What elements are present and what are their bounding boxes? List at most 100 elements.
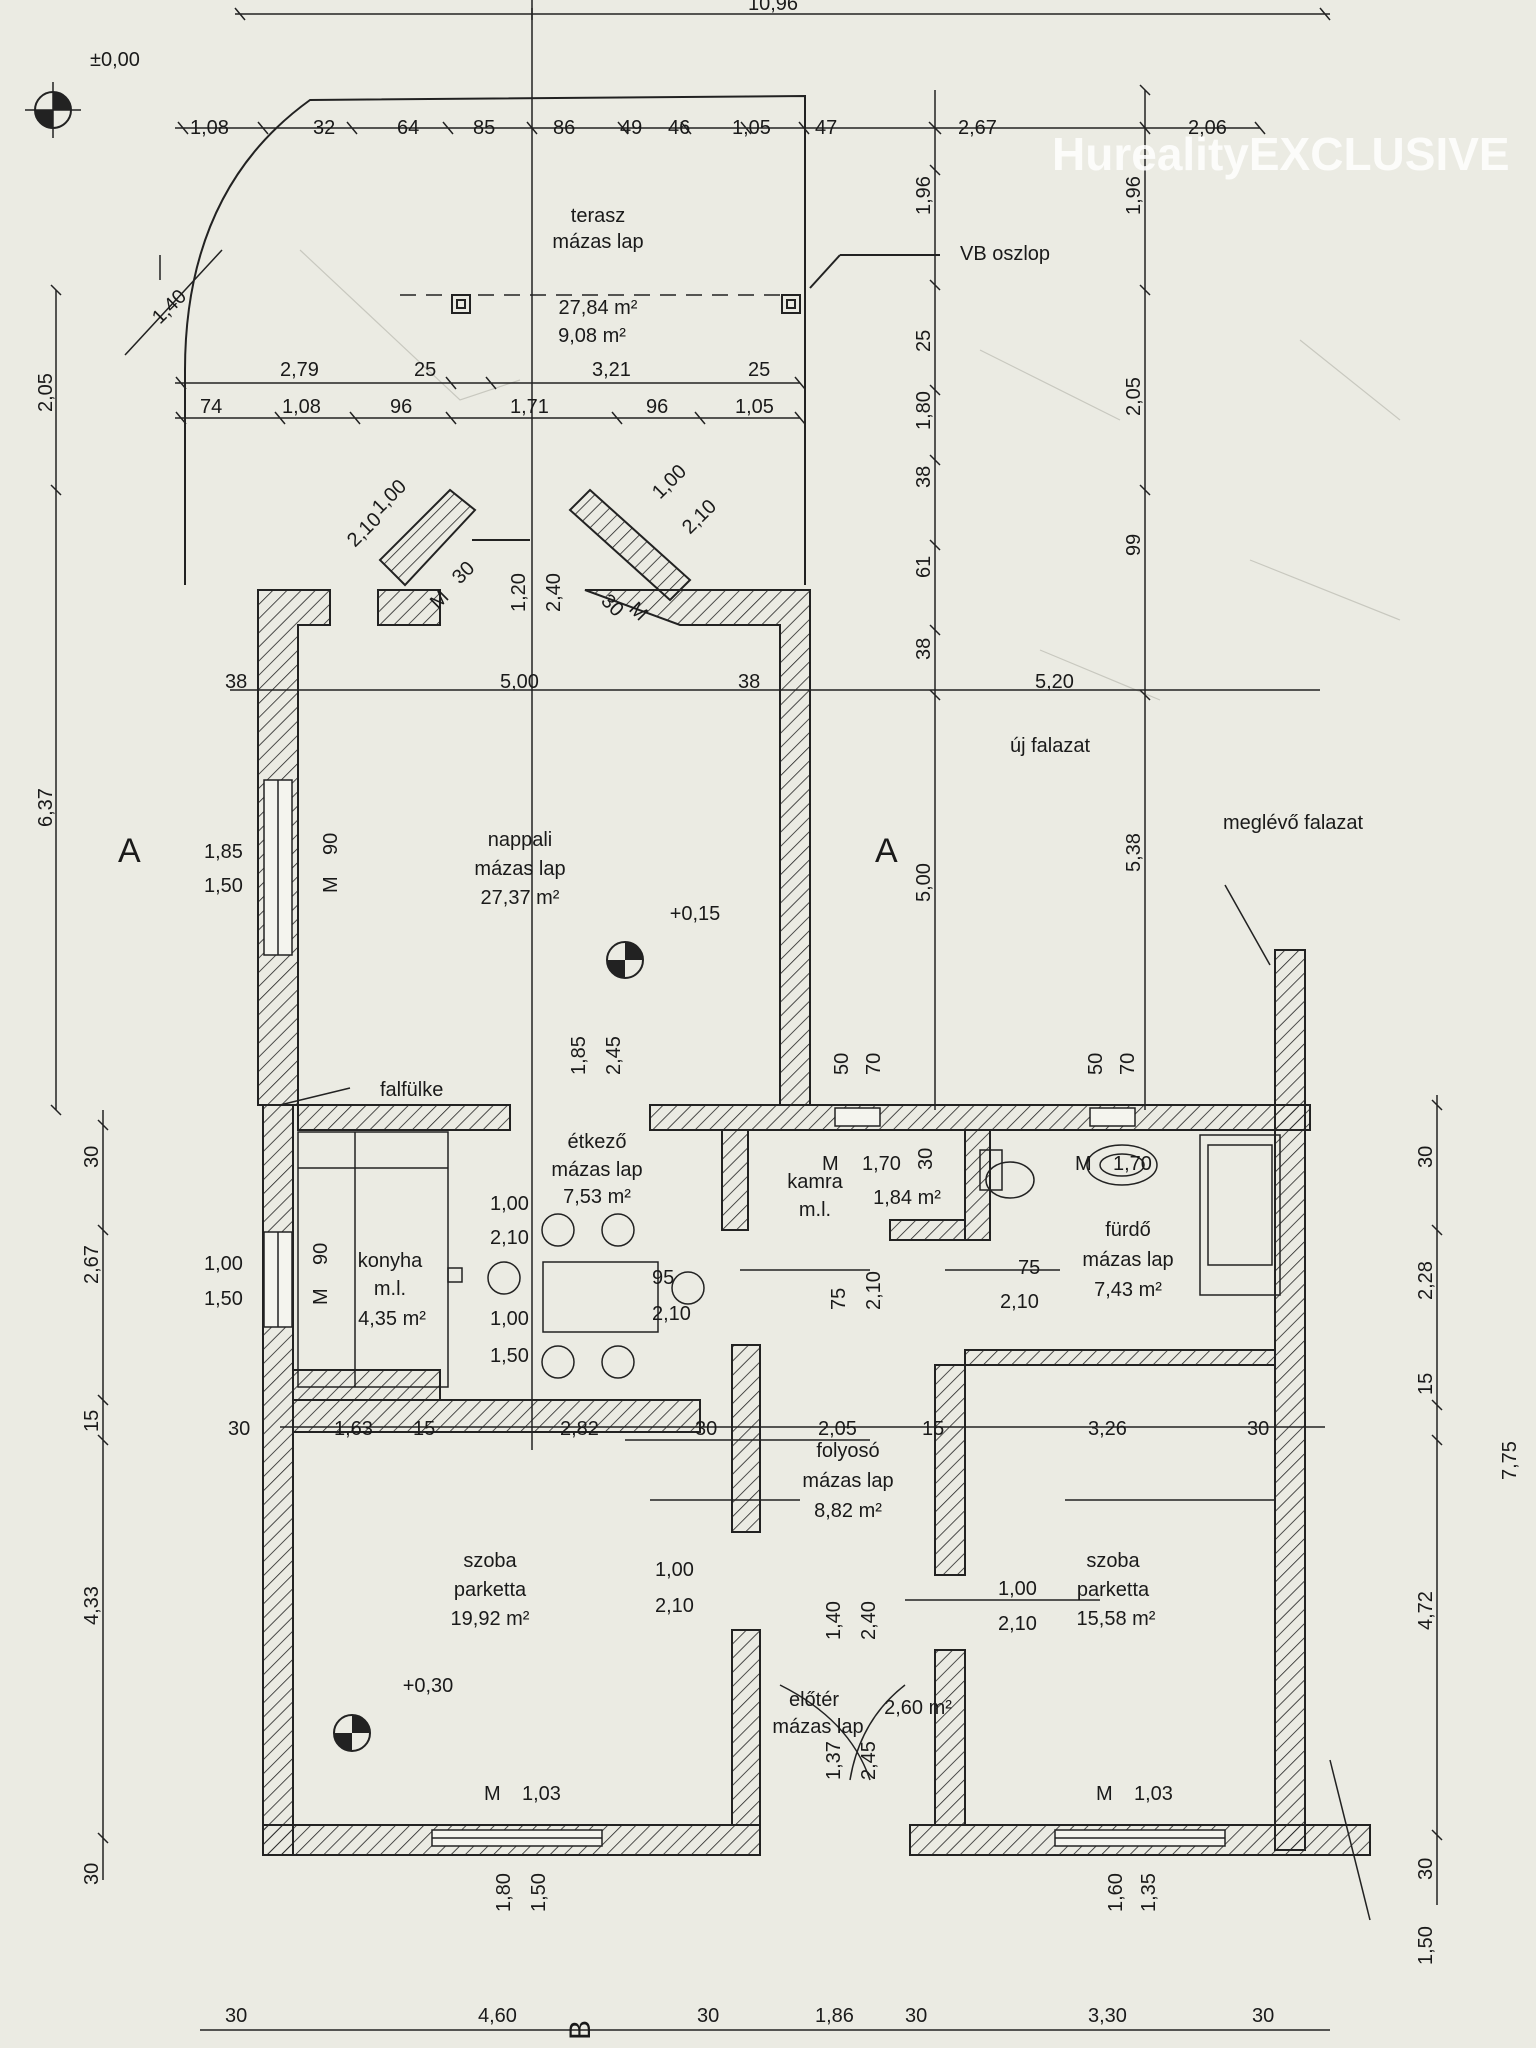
- svg-text:M: M: [1096, 1783, 1113, 1805]
- windows: [263, 779, 1226, 1847]
- svg-text:30: 30: [81, 1146, 103, 1168]
- background-ghost-lines: [299, 249, 1401, 701]
- svg-text:M: M: [1075, 1153, 1092, 1175]
- svg-text:61: 61: [913, 556, 935, 578]
- svg-text:3,21: 3,21: [592, 359, 631, 381]
- watermark: HurealityEXCLUSIVE: [1052, 128, 1510, 180]
- svg-text:1,00: 1,00: [648, 460, 691, 503]
- svg-text:64: 64: [397, 117, 419, 139]
- svg-text:30: 30: [695, 1418, 717, 1440]
- svg-text:96: 96: [390, 396, 412, 418]
- svg-text:30: 30: [1252, 2005, 1274, 2027]
- svg-text:85: 85: [473, 117, 495, 139]
- svg-text:1,37: 1,37: [823, 1741, 845, 1780]
- room-furdo-area: 7,43 m²: [1094, 1279, 1162, 1301]
- svg-text:1,20: 1,20: [508, 573, 530, 612]
- svg-text:15: 15: [922, 1418, 944, 1440]
- svg-text:3,26: 3,26: [1088, 1418, 1127, 1440]
- svg-text:2,10: 2,10: [490, 1227, 529, 1249]
- svg-text:M: M: [310, 1288, 332, 1305]
- room-terasz-name: terasz: [571, 205, 625, 227]
- svg-text:1,35: 1,35: [1138, 1873, 1160, 1912]
- svg-text:5,00: 5,00: [913, 863, 935, 902]
- level-origin-label: ±0,00: [90, 49, 140, 71]
- dim-right-column-1: 1,96 25 1,80 38 61 38 5,00: [913, 176, 935, 902]
- svg-text:1,85: 1,85: [568, 1036, 590, 1075]
- svg-text:3,30: 3,30: [1088, 2005, 1127, 2027]
- svg-text:1,50: 1,50: [528, 1873, 550, 1912]
- svg-text:32: 32: [313, 117, 335, 139]
- room-terasz-area: 27,84 m²: [559, 297, 638, 319]
- svg-text:15: 15: [1415, 1373, 1437, 1395]
- dim-living-row: 38 5,00 38 5,20: [225, 671, 1074, 693]
- room-terasz-area2: 9,08 m²: [558, 325, 626, 347]
- svg-text:2,05: 2,05: [35, 373, 57, 412]
- svg-text:1,96: 1,96: [1123, 176, 1145, 215]
- section-mark-b: B: [564, 2020, 597, 2040]
- svg-text:2,05: 2,05: [1123, 377, 1145, 416]
- room-szoba2-finish: parketta: [1077, 1579, 1150, 1601]
- room-furdo-name: fürdő: [1105, 1219, 1151, 1241]
- svg-text:1,00: 1,00: [490, 1308, 529, 1330]
- svg-text:2,67: 2,67: [958, 117, 997, 139]
- room-terasz-finish: mázas lap: [552, 231, 643, 253]
- svg-text:15: 15: [81, 1410, 103, 1432]
- svg-text:2,40: 2,40: [858, 1601, 880, 1640]
- svg-text:70: 70: [863, 1053, 885, 1075]
- section-mark-a-left: A: [118, 832, 141, 870]
- svg-text:30: 30: [225, 2005, 247, 2027]
- svg-text:75: 75: [828, 1288, 850, 1310]
- svg-text:1,40: 1,40: [823, 1601, 845, 1640]
- svg-text:1,50: 1,50: [490, 1345, 529, 1367]
- room-eloter-area: 2,60 m²: [884, 1697, 952, 1719]
- svg-text:50: 50: [831, 1053, 853, 1075]
- room-nappali-name: nappali: [488, 829, 553, 851]
- svg-text:1,96: 1,96: [913, 176, 935, 215]
- dim-far-right-column: 30 2,28 15 4,72 30 1,50 7,75: [1415, 1146, 1521, 1965]
- dim-terrace-row2: 2,79 25 3,21 25: [280, 359, 770, 381]
- svg-text:1,05: 1,05: [732, 117, 771, 139]
- svg-text:90: 90: [320, 833, 342, 855]
- svg-text:1,70: 1,70: [1113, 1153, 1152, 1175]
- svg-text:38: 38: [913, 466, 935, 488]
- room-nappali-level: +0,15: [670, 903, 721, 925]
- svg-text:2,28: 2,28: [1415, 1261, 1437, 1300]
- room-etkezo-name: étkező: [568, 1131, 627, 1153]
- room-folyoso-finish: mázas lap: [802, 1470, 893, 1492]
- svg-text:96: 96: [646, 396, 668, 418]
- dim-entry: 1,37 2,45: [823, 1741, 880, 1780]
- furniture: [279, 884, 1371, 1921]
- room-nappali-area: 27,37 m²: [481, 887, 560, 909]
- dim-terrace-row3: 74 1,08 96 1,71 96 1,05: [200, 396, 774, 418]
- room-szoba2-name: szoba: [1086, 1550, 1140, 1572]
- svg-text:1,03: 1,03: [1134, 1783, 1173, 1805]
- svg-text:25: 25: [913, 330, 935, 352]
- svg-text:1,80: 1,80: [913, 391, 935, 430]
- walls: [257, 589, 1371, 1856]
- svg-text:46: 46: [668, 117, 690, 139]
- room-kamra-name: kamra: [787, 1171, 843, 1193]
- dim-niches: 50 70 50 70: [831, 1053, 1139, 1075]
- dim-door-middle: 1,20 2,40: [508, 573, 565, 612]
- svg-text:70: 70: [1117, 1053, 1139, 1075]
- svg-text:1,80: 1,80: [493, 1873, 515, 1912]
- room-szoba1-area: 19,92 m²: [451, 1608, 530, 1630]
- svg-text:38: 38: [738, 671, 760, 693]
- callout-vb-oszlop: VB oszlop: [960, 243, 1050, 265]
- svg-text:2,67: 2,67: [81, 1245, 103, 1284]
- svg-text:74: 74: [200, 396, 222, 418]
- terrace-doors: [378, 488, 692, 602]
- terrace-outline: [184, 94, 940, 585]
- callout-uj-falazat: új falazat: [1010, 735, 1090, 757]
- dim-living-vertical: 1,85 2,45: [568, 1036, 625, 1075]
- svg-text:1,05: 1,05: [735, 396, 774, 418]
- svg-text:2,82: 2,82: [560, 1418, 599, 1440]
- svg-text:1,03: 1,03: [522, 1783, 561, 1805]
- callout-meglevo-falazat: meglévő falazat: [1223, 812, 1364, 834]
- dim-top-row: 1,08 32 64 85 86 49 46 1,05 47 2,67 2,06: [190, 117, 1227, 139]
- svg-text:1,00: 1,00: [655, 1559, 694, 1581]
- svg-text:38: 38: [225, 671, 247, 693]
- svg-text:2,06: 2,06: [1188, 117, 1227, 139]
- svg-text:2,05: 2,05: [818, 1418, 857, 1440]
